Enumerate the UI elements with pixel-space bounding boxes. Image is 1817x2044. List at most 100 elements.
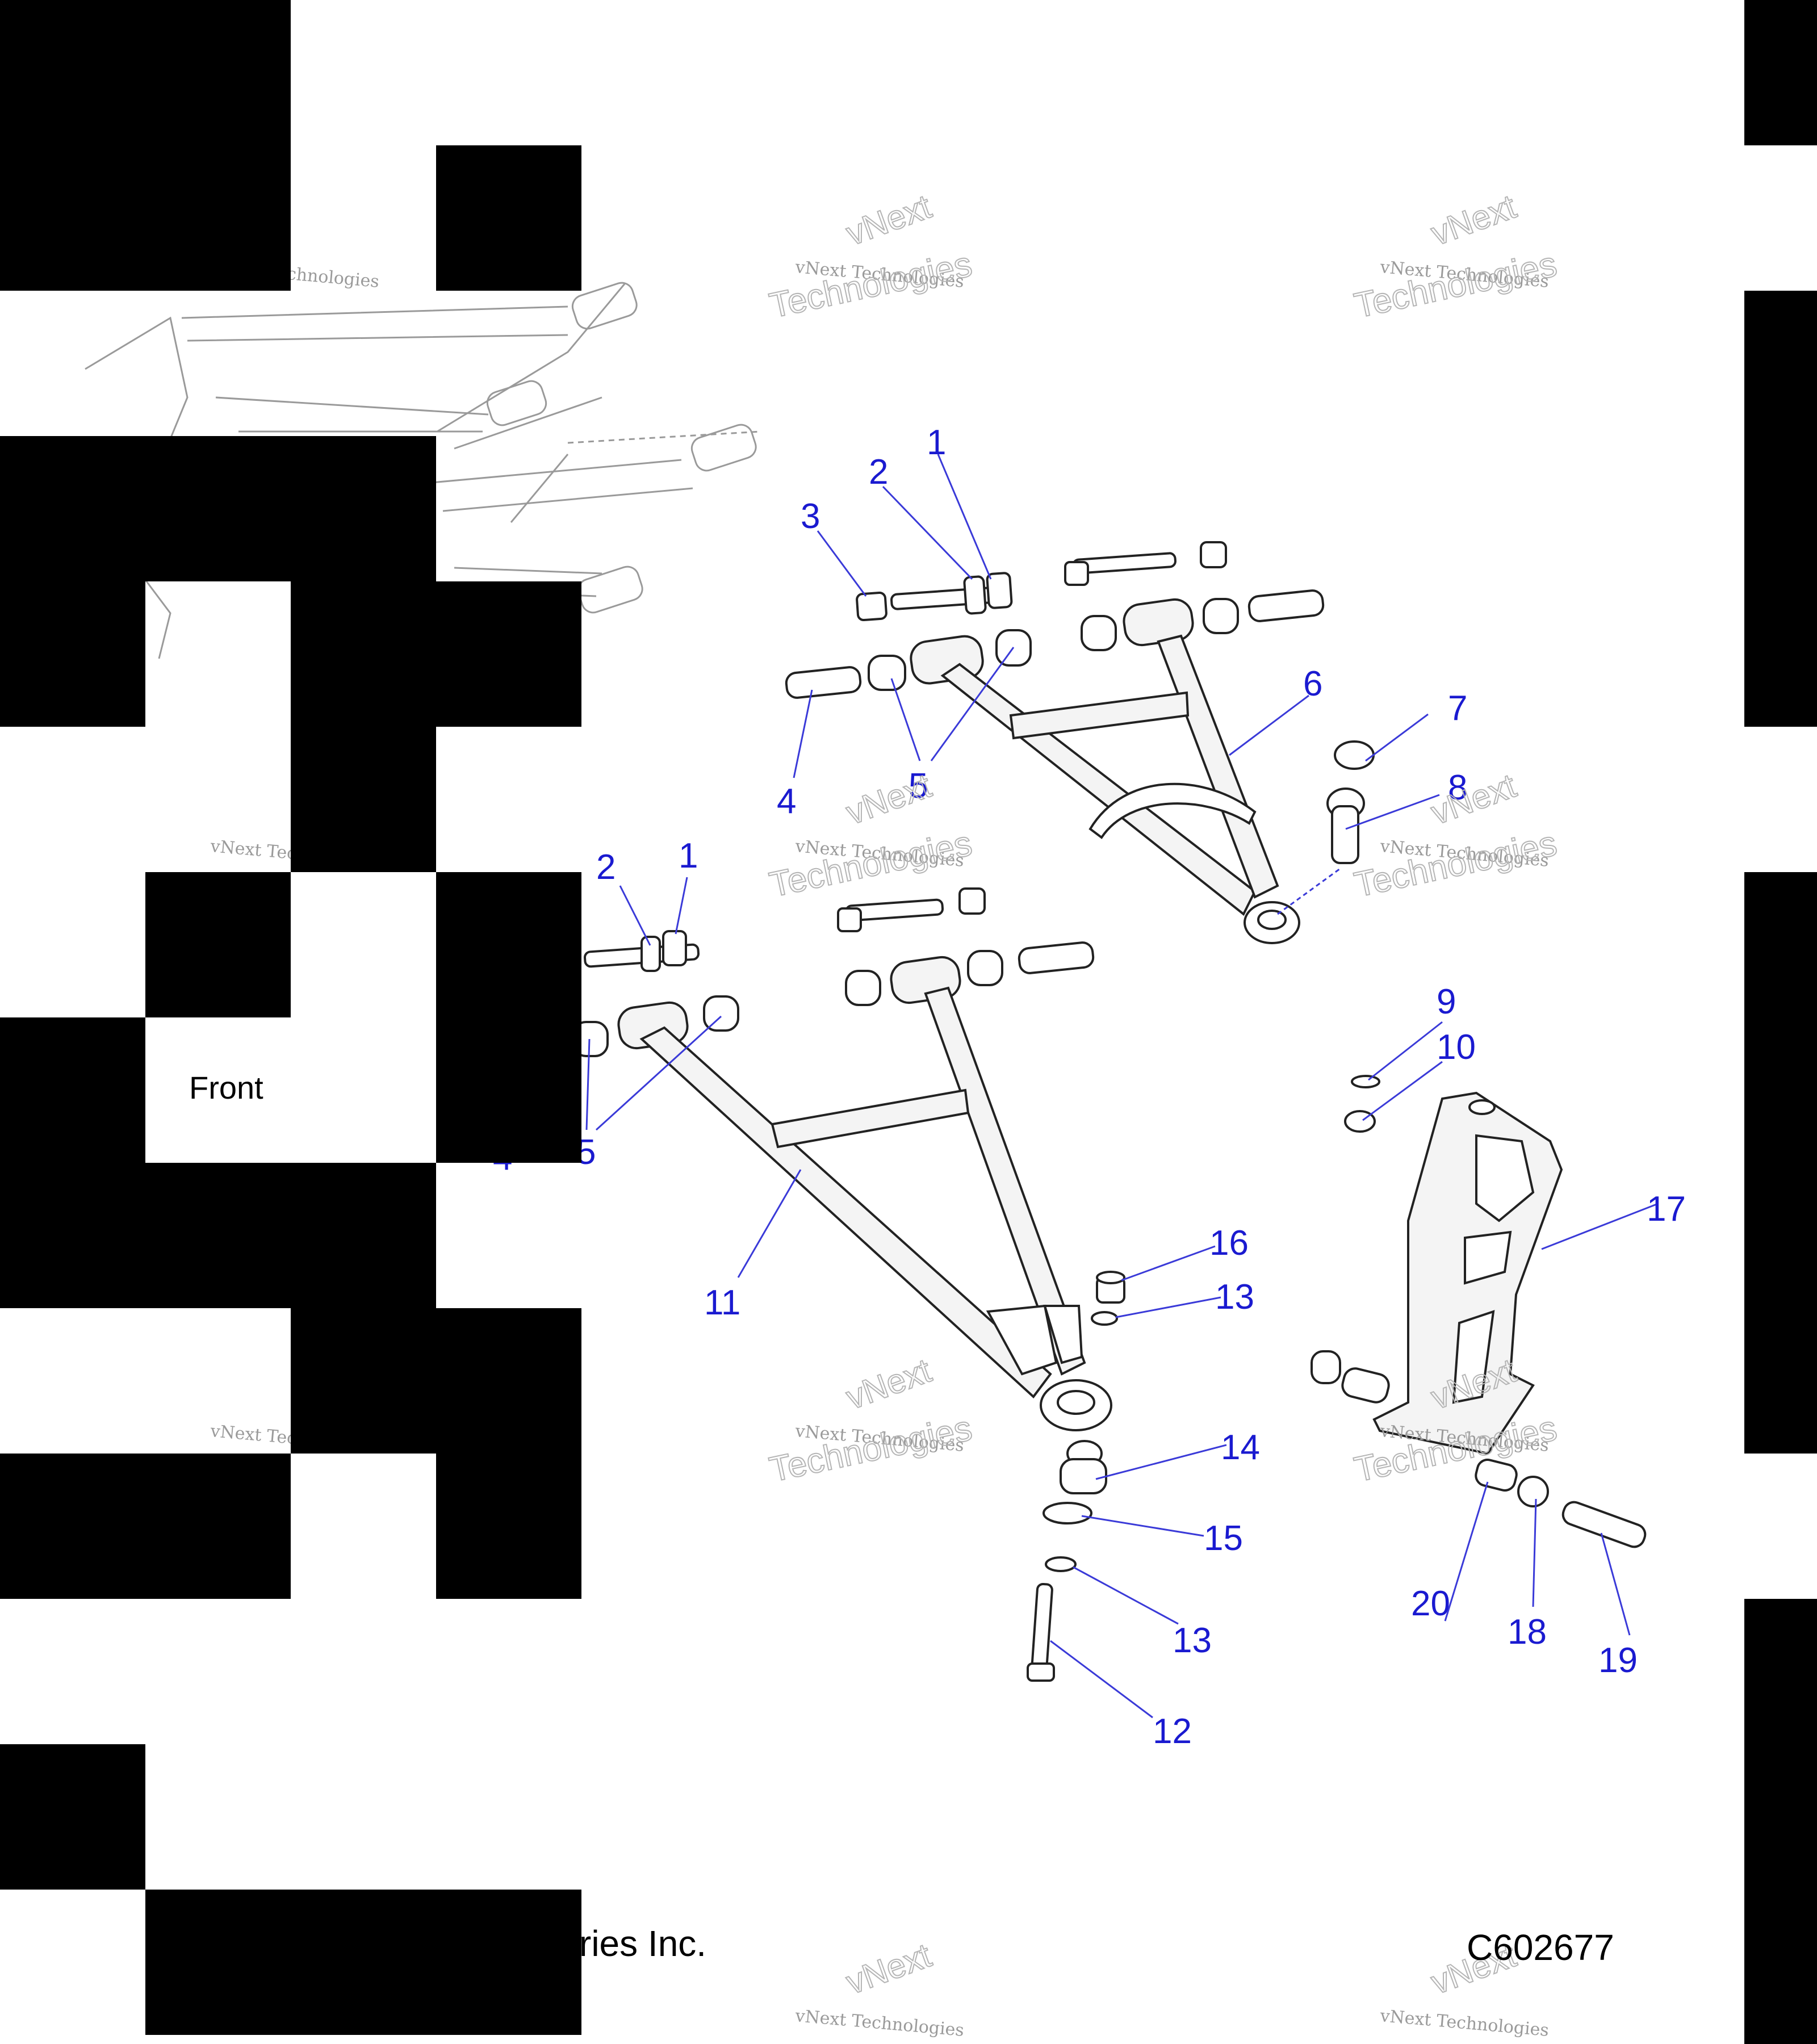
leader-lines — [585, 454, 1659, 1719]
svg-text:vNext: vNext — [841, 1351, 936, 1417]
mask-block — [1744, 291, 1817, 727]
callout-17: 17 — [1647, 1189, 1686, 1229]
watermark-mid-right: vNext Technologies Technologies vNext — [1350, 766, 1560, 906]
callout-13-lower: 13 — [1173, 1621, 1212, 1660]
mask-block — [0, 1454, 291, 1599]
callout-4-upper: 4 — [777, 782, 796, 821]
callout-11: 11 — [704, 1283, 740, 1322]
callout-15: 15 — [1204, 1519, 1243, 1558]
front-label: Front — [189, 1070, 263, 1105]
lower-arm-crossbar — [771, 1088, 970, 1149]
upper-arm-crossbar — [1009, 691, 1190, 740]
copyright-text: ries Inc. — [579, 1923, 706, 1964]
mask-block — [436, 1454, 581, 1599]
mask-block — [436, 145, 581, 291]
bracket-assembly — [1311, 1075, 1647, 1548]
mask-block — [0, 1017, 145, 1163]
watermark-top-right: vNext Technologies Technologies vNext — [1350, 187, 1560, 326]
lower-rear-bolt — [837, 887, 986, 932]
mask-block — [0, 1744, 145, 1890]
lower-arm-gusset-rear — [1043, 1305, 1083, 1364]
svg-text:Technologies: Technologies — [766, 245, 975, 326]
callout-12: 12 — [1153, 1712, 1192, 1751]
upper-ball-joint-bore — [1257, 910, 1287, 930]
mask-block — [291, 581, 581, 727]
callout-numbers: 1 2 3 4 5 6 7 8 1 2 5 5 4 9 10 11 12 13 … — [493, 423, 1686, 1751]
mask-block — [0, 436, 436, 581]
callout-18: 18 — [1508, 1612, 1547, 1652]
svg-text:vNext: vNext — [1426, 187, 1521, 253]
bracket-window-middle — [1464, 1230, 1512, 1285]
lower-bushing-rear-a — [845, 970, 881, 1006]
lower-bushing-rear-b — [967, 950, 1003, 986]
callout-2-lower: 2 — [596, 848, 616, 887]
lower-front-bolt — [584, 930, 700, 972]
callout-1-upper: 1 — [927, 423, 946, 462]
svg-text:vNext: vNext — [841, 1936, 936, 2002]
mask-block — [291, 727, 436, 872]
pin-19 — [1561, 1501, 1647, 1548]
mask-block — [1744, 0, 1817, 145]
svg-text:vNext Technologies: vNext Technologies — [794, 2006, 965, 2041]
washer-9 — [1351, 1075, 1380, 1088]
mask-block — [1744, 1599, 1817, 2044]
upper-sleeve-rear — [1247, 589, 1325, 622]
callout-20: 20 — [1411, 1584, 1450, 1623]
bushing-left — [1311, 1350, 1341, 1384]
callout-14: 14 — [1221, 1428, 1260, 1467]
callout-6: 6 — [1303, 664, 1322, 703]
callout-2-upper: 2 — [869, 453, 888, 492]
lower-nut-16 — [1096, 1271, 1125, 1304]
callout-1-lower: 1 — [679, 836, 698, 876]
mask-block — [0, 0, 291, 291]
lower-arm-front-tube — [639, 1026, 1052, 1398]
upper-pivot-tube-rear — [1123, 598, 1194, 647]
sleeve-left — [1341, 1367, 1390, 1404]
upper-ball-joint — [1326, 788, 1365, 864]
lower-washer-13a — [1091, 1311, 1118, 1326]
mask-block — [145, 872, 291, 1017]
callout-9: 9 — [1437, 982, 1456, 1021]
watermark-mid-center: vNext Technologies Technologies vNext — [765, 766, 976, 906]
watermark-bottom-center: vNext Technologies vNext — [794, 1936, 965, 2041]
callout-5-upper: 5 — [909, 767, 928, 806]
callout-16: 16 — [1209, 1224, 1249, 1263]
svg-text:vNext Technologies: vNext Technologies — [1379, 2006, 1550, 2041]
svg-text:vNext: vNext — [841, 187, 936, 253]
lower-sleeve-rear — [1018, 941, 1095, 974]
mask-block — [145, 1890, 581, 2035]
bracket-window-upper — [1475, 1134, 1535, 1222]
upper-sleeve-4 — [785, 666, 862, 699]
lower-circlip-15 — [1043, 1502, 1092, 1524]
svg-text:Technologies: Technologies — [1351, 245, 1560, 326]
lower-bolt-12 — [1027, 1582, 1055, 1682]
upper-circlip — [1334, 740, 1375, 770]
sleeve-20 — [1475, 1459, 1518, 1492]
callout-13-upper: 13 — [1215, 1278, 1254, 1317]
upper-bushing-rear-a — [1081, 615, 1117, 651]
upper-bushing-5a — [868, 655, 906, 691]
upper-arm-hoop — [1088, 782, 1257, 839]
callout-8: 8 — [1448, 768, 1467, 807]
lower-a-arm-assembly — [572, 887, 1125, 1682]
mask-block — [436, 872, 581, 1163]
lower-arm-gusset — [986, 1304, 1058, 1376]
watermark-low-center: vNext Technologies Technologies vNext — [765, 1351, 976, 1490]
mask-block — [0, 581, 145, 727]
mask-block — [1744, 872, 1817, 1454]
svg-text:Technologies: Technologies — [766, 1409, 975, 1490]
callout-19: 19 — [1598, 1641, 1638, 1680]
lower-ball-joint-bore — [1057, 1390, 1095, 1415]
lower-washer-13b — [1045, 1556, 1077, 1572]
bushing-18 — [1517, 1476, 1549, 1507]
watermark-top-center: vNext Technologies Technologies vNext — [765, 187, 976, 326]
upper-a-arm-assembly — [785, 541, 1375, 944]
bracket-top-bore — [1468, 1099, 1496, 1115]
mask-block — [0, 1163, 436, 1308]
lower-arm-rear-tube — [924, 986, 1086, 1376]
upper-rear-bolt — [1064, 541, 1227, 586]
lower-bushing-5b — [703, 995, 739, 1032]
svg-text:Technologies: Technologies — [1351, 824, 1560, 905]
